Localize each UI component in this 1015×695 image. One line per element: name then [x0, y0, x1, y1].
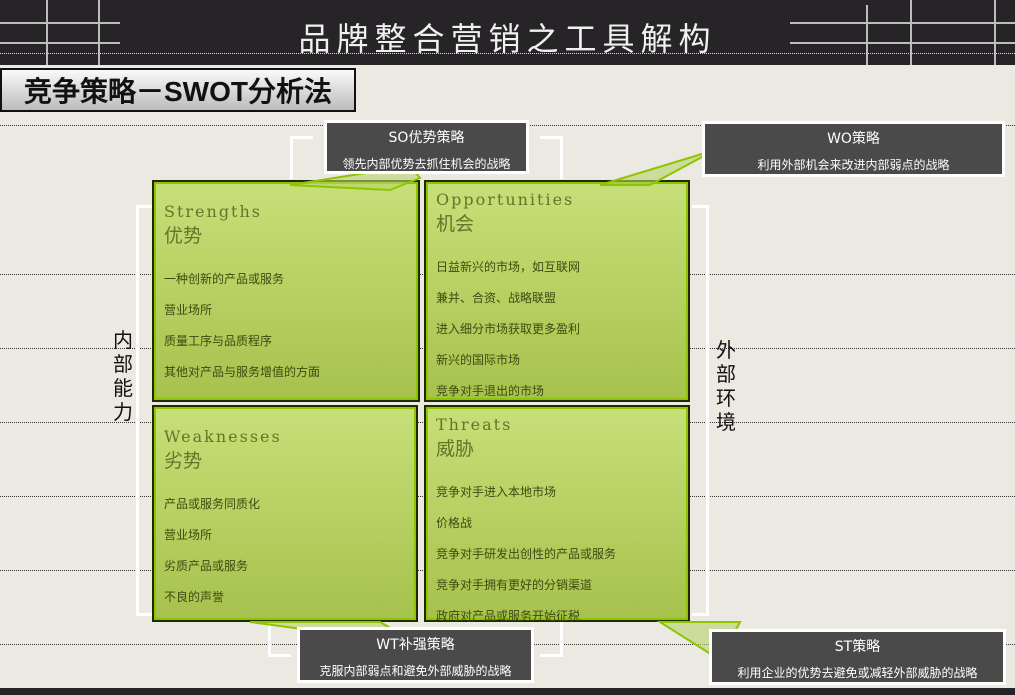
- quadrant-title-zh: 劣势: [164, 450, 203, 472]
- st-strategy-callout: ST策略 利用企业的优势去避免或减轻外部威胁的战略: [709, 629, 1006, 685]
- wo-pointer: [599, 149, 716, 186]
- callout-desc: 领先内部优势去抓住机会的战略: [342, 157, 511, 171]
- bracket: [290, 136, 313, 179]
- callout-desc: 利用企业的优势去避免或减轻外部威胁的战略: [737, 666, 978, 680]
- internal-capability-label: 内部能力: [113, 328, 133, 424]
- list-item: 劣质产品或服务: [164, 559, 249, 573]
- callout-title: WT补强策略: [376, 637, 455, 653]
- wo-strategy-callout: WO策略 利用外部机会来改进内部弱点的战略: [702, 121, 1005, 177]
- list-item: 竞争对手拥有更好的分销渠道: [436, 578, 593, 592]
- so-strategy-callout: SO优势策略 领先内部优势去抓住机会的战略: [324, 120, 529, 174]
- list-item: 竞争对手退出的市场: [436, 384, 545, 398]
- footer-bar: [0, 688, 1015, 695]
- quadrant-title-zh: 威胁: [436, 438, 475, 460]
- threats-quadrant: Threats 威胁 竞争对手进入本地市场 价格战 竞争对手研发出创性的产品或服…: [424, 405, 690, 623]
- list-item: 质量工序与品质程序: [164, 334, 273, 348]
- main-title: 品牌整合营销之工具解构: [298, 20, 717, 58]
- list-item: 新兴的国际市场: [436, 353, 521, 367]
- list-item: 兼并、合资、战略联盟: [436, 291, 557, 305]
- strengths-quadrant: Strengths 优势 一种创新的产品或服务 营业场所 质量工序与品质程序 其…: [152, 180, 420, 402]
- quadrant-title-en: Threats: [436, 415, 513, 434]
- list-item: 价格战: [436, 516, 473, 530]
- callout-desc: 克服内部弱点和避免外部威胁的战略: [319, 664, 512, 678]
- bracket: [268, 620, 291, 657]
- bracket: [136, 205, 153, 616]
- callout-title: WO策略: [827, 131, 880, 147]
- list-item: 一种创新的产品或服务: [164, 272, 285, 286]
- list-item: 日益新兴的市场，如互联网: [436, 260, 581, 274]
- list-item: 竞争对手进入本地市场: [436, 485, 557, 499]
- external-environment-label: 外部环境: [716, 338, 736, 434]
- quadrant-title-zh: 优势: [164, 225, 203, 247]
- list-item: 政府对产品或服务开始征税: [436, 609, 581, 623]
- bracket: [692, 205, 709, 616]
- header-bar: 品牌整合营销之工具解构: [0, 0, 1015, 65]
- section-title: 竞争策略－SWOT分析法: [0, 68, 356, 112]
- quadrant-title-en: Strengths: [164, 202, 262, 221]
- list-item: 进入细分市场获取更多盈利: [436, 322, 581, 336]
- bracket: [540, 136, 563, 179]
- list-item: 营业场所: [164, 303, 213, 317]
- callout-desc: 利用外部机会来改进内部弱点的战略: [757, 158, 950, 172]
- opportunities-quadrant: Opportunities 机会 日益新兴的市场，如互联网 兼并、合资、战略联盟…: [424, 180, 690, 402]
- bracket: [540, 620, 563, 657]
- list-item: 其他对产品与服务增值的方面: [164, 365, 321, 379]
- list-item: 竞争对手研发出创性的产品或服务: [436, 547, 617, 561]
- list-item: 不良的声誉: [164, 590, 225, 604]
- list-item: 营业场所: [164, 528, 213, 542]
- callout-title: SO优势策略: [388, 130, 465, 146]
- wt-strategy-callout: WT补强策略 克服内部弱点和避免外部威胁的战略: [297, 627, 534, 683]
- weaknesses-quadrant: Weaknesses 劣势 产品或服务同质化 营业场所 劣质产品或服务 不良的声…: [152, 405, 418, 622]
- list-item: 产品或服务同质化: [164, 497, 261, 511]
- quadrant-title-en: Weaknesses: [164, 427, 282, 446]
- quadrant-title-zh: 机会: [436, 213, 475, 235]
- callout-title: ST策略: [834, 639, 881, 655]
- quadrant-title-en: Opportunities: [436, 190, 575, 209]
